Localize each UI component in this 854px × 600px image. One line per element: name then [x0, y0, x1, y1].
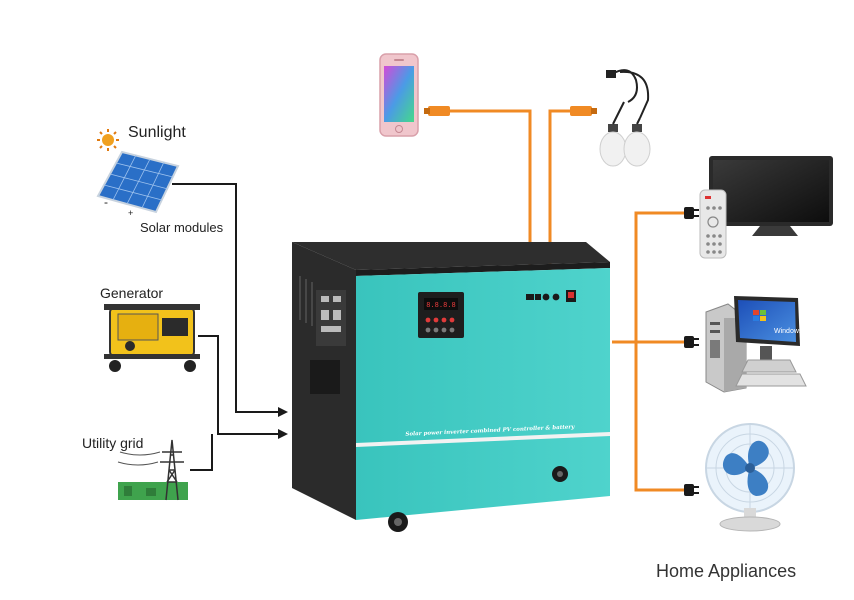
home-appliances-label: Home Appliances [656, 561, 797, 581]
display-readout: 8.8.8.8 [426, 301, 456, 309]
generator-wire [198, 335, 288, 439]
generator-icon [104, 304, 200, 372]
smartphone-icon [379, 53, 419, 137]
inverter-unit [292, 242, 610, 532]
solar-plus-sign: + [128, 208, 133, 218]
solar-panel-icon [96, 150, 180, 214]
plug-icon [684, 207, 699, 219]
plug-icon [684, 336, 699, 348]
led-bulbs-icon [599, 69, 651, 167]
desktop-computer-icon [705, 296, 807, 393]
power-tower-icon [117, 439, 188, 501]
monitor-os-text: Windows [774, 328, 803, 335]
solar-wire [172, 183, 288, 417]
solar-modules-label: Solar modules [140, 220, 224, 235]
usb-connectors [424, 106, 597, 116]
generator-label: Generator [100, 285, 164, 301]
phone-wire [450, 109, 532, 293]
input-wires [172, 183, 288, 471]
tv-wire [634, 211, 685, 342]
plug-icon [684, 484, 699, 496]
utility-grid-label: Utility grid [82, 435, 144, 451]
appliances-wire [612, 340, 685, 492]
tv-icon [709, 156, 833, 236]
sun-icon [97, 129, 119, 151]
grid-wire [190, 434, 213, 471]
electric-fan-icon [705, 423, 795, 532]
solar-minus-sign: - [104, 195, 108, 209]
remote-control-icon [699, 189, 727, 259]
sunlight-label: Sunlight [128, 124, 186, 141]
